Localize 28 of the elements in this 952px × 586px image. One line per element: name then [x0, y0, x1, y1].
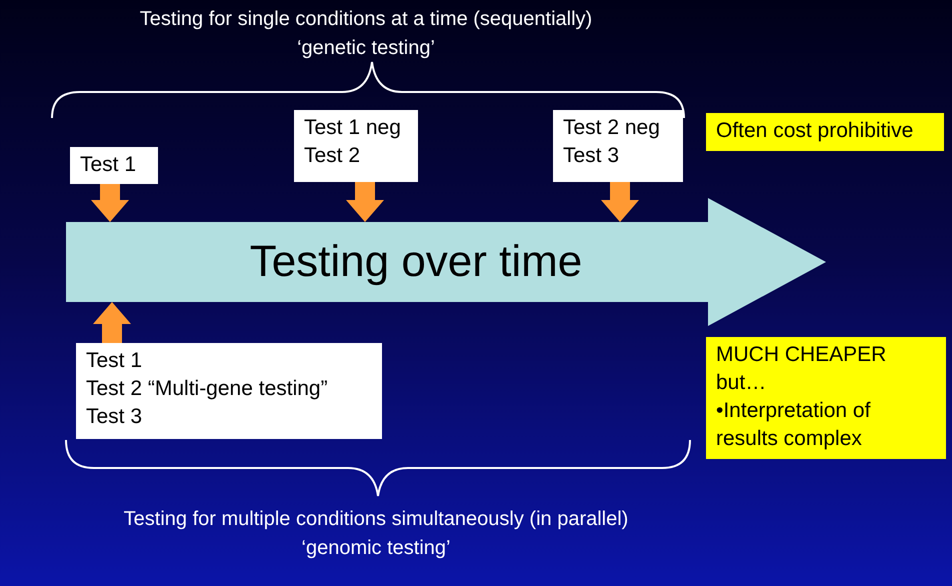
arrow [93, 302, 131, 343]
test-box [70, 147, 158, 184]
caption-text: ‘genetic testing’ [297, 37, 435, 59]
box-text: Often cost prohibitive [716, 118, 914, 144]
box-text: Test 1 [80, 152, 138, 178]
caption-text: ‘genomic testing’ [302, 537, 450, 559]
test-box [553, 110, 683, 182]
box-text: Test 3 [563, 143, 620, 169]
box-text: Test 2 [304, 143, 362, 169]
box-text: Test 2 “Multi-gene testing” [86, 376, 329, 402]
box-text: Test 1 [86, 348, 144, 374]
arrow [346, 182, 384, 222]
box-text: Test 1 neg [304, 115, 402, 141]
box-text: Test 3 [86, 404, 144, 430]
box-text: but… [716, 370, 768, 396]
note-box [706, 337, 946, 459]
note-box [706, 113, 944, 151]
arrow [91, 184, 129, 222]
box-text: •Interpretation of results complex [716, 398, 872, 452]
box-text: MUCH CHEAPER [716, 342, 888, 368]
timeline-banner [66, 198, 826, 326]
box-text: Test 2 neg [563, 115, 661, 141]
arrow [601, 182, 639, 222]
test-box [294, 110, 418, 182]
caption-text: Testing for single conditions at a time (sequentially) [140, 8, 592, 30]
arrow-label: Testing over time [248, 236, 584, 288]
test-box [76, 343, 382, 439]
caption-text: Testing for multiple conditions simultaneously (in parallel) [124, 508, 628, 530]
